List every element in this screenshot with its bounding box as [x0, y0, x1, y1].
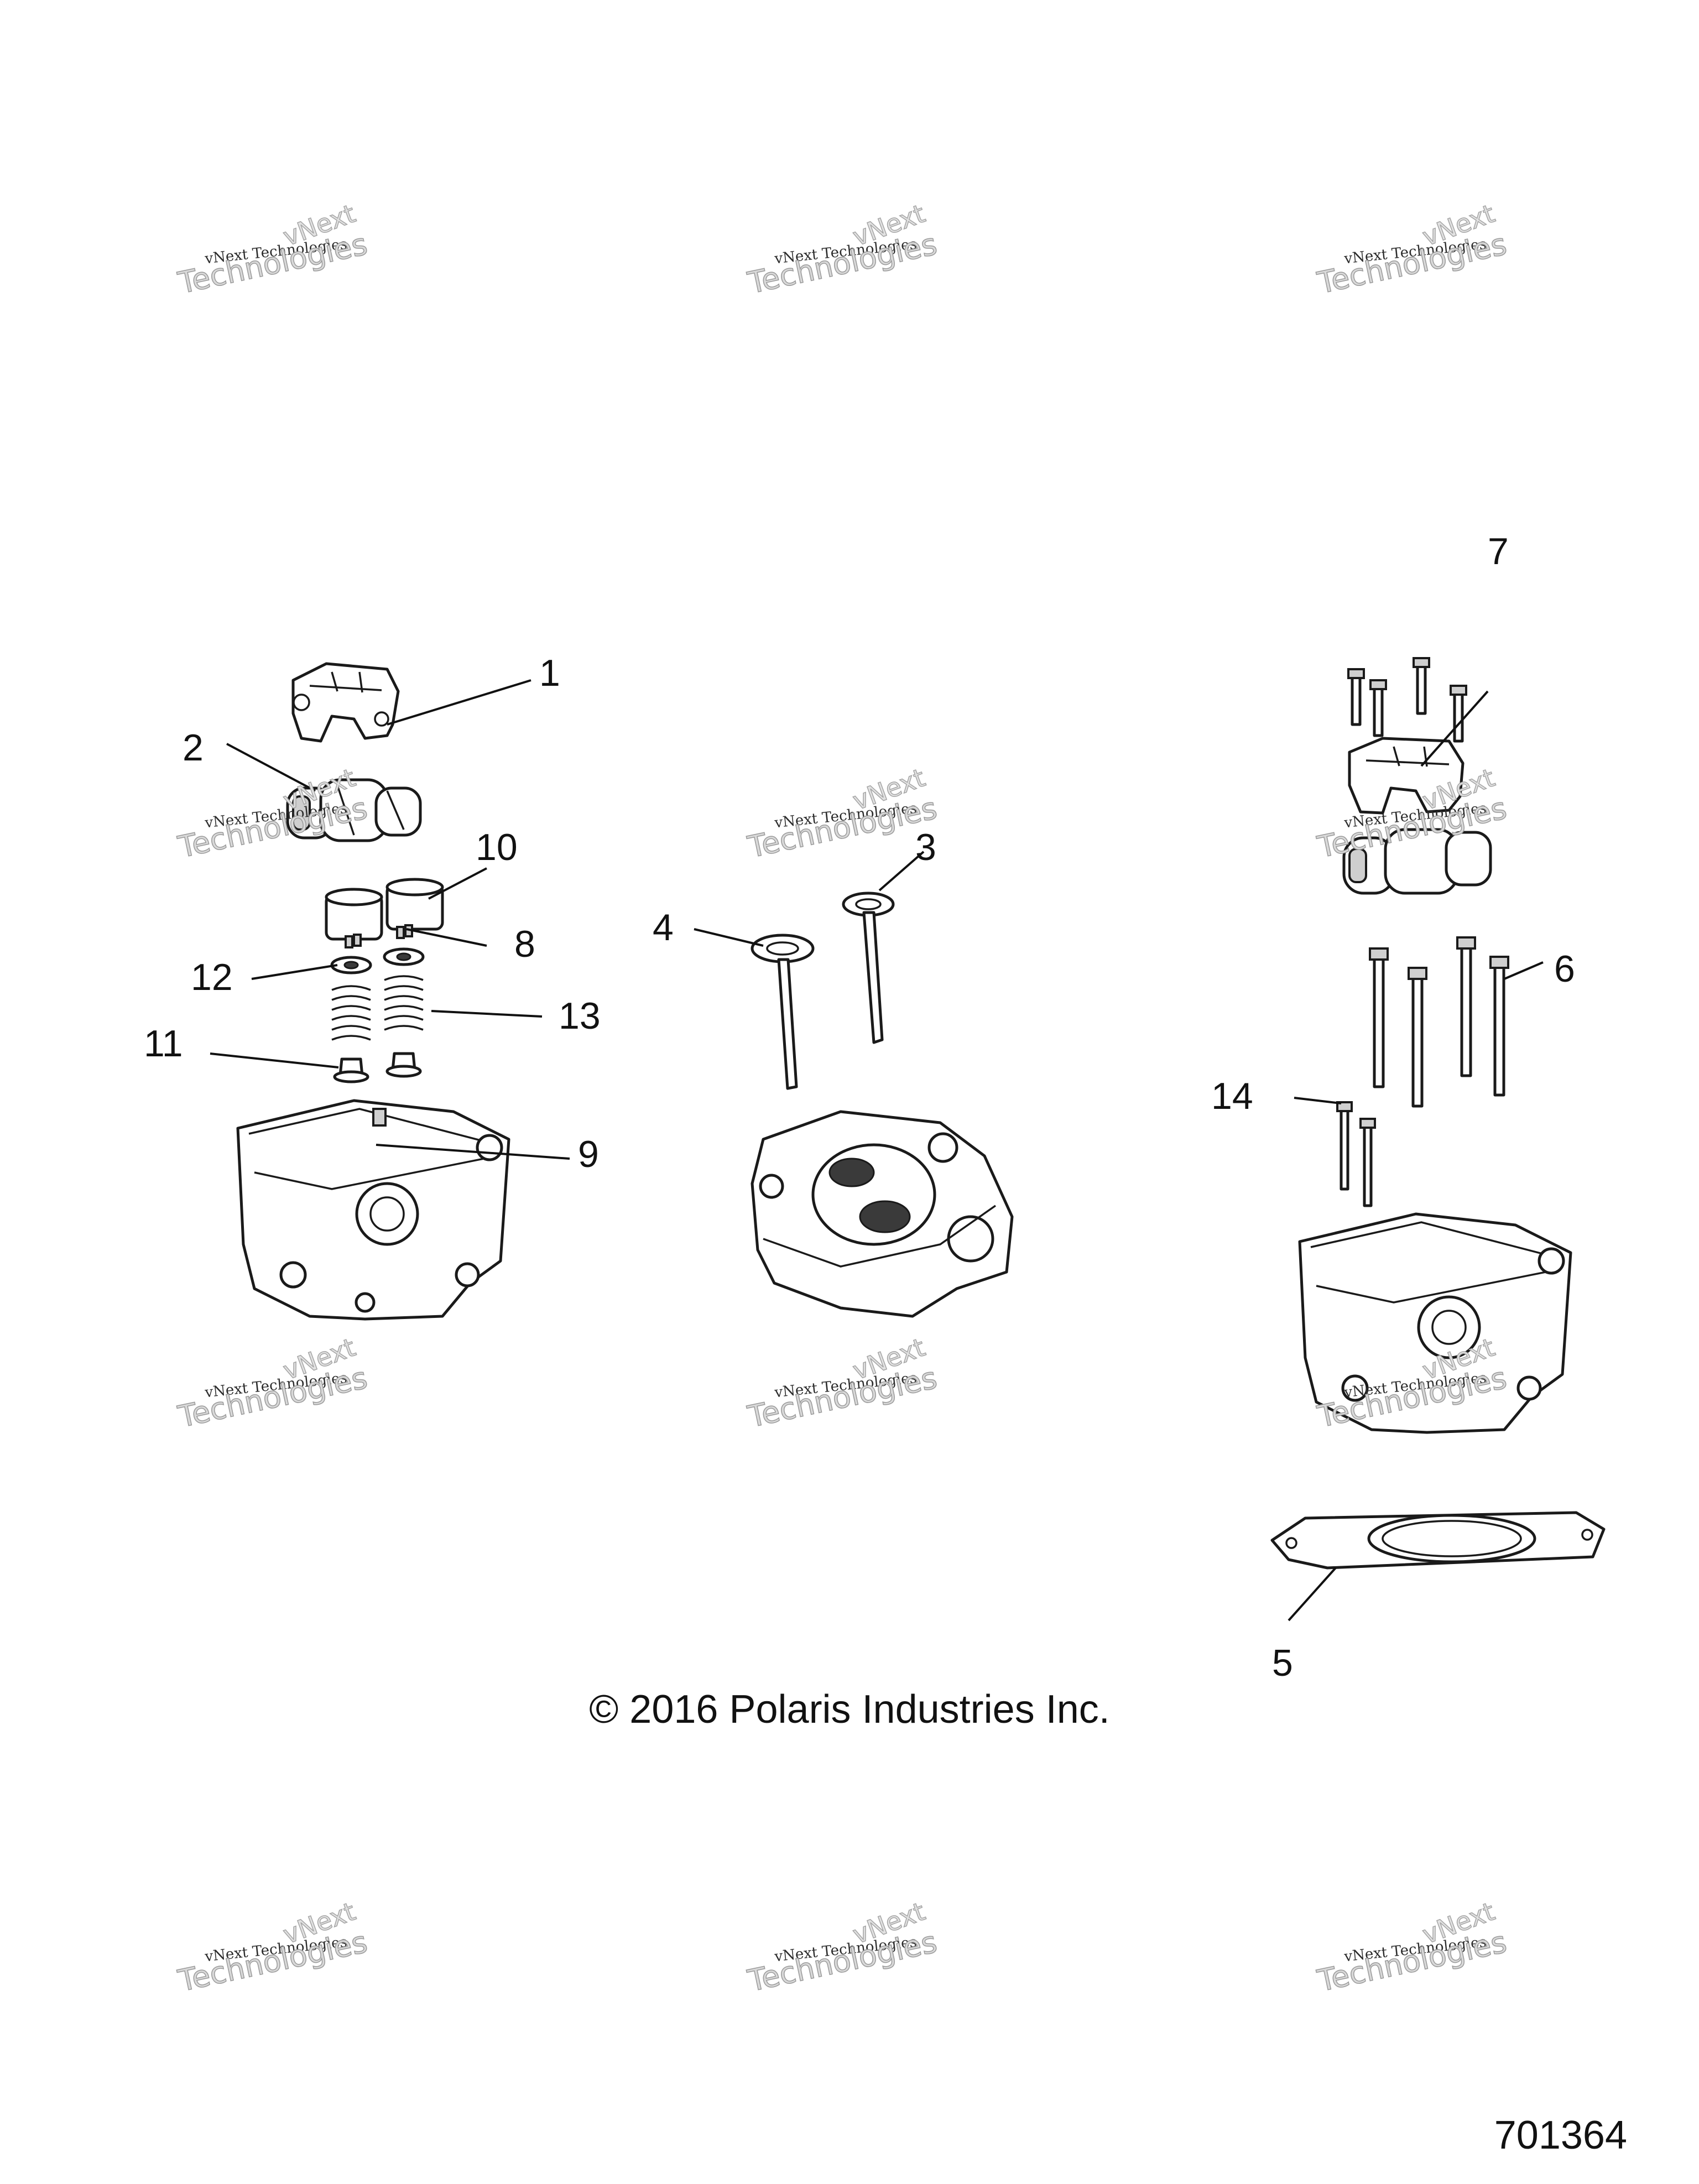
cam-carrier-right	[1348, 737, 1465, 815]
part-11-valve-seals	[333, 1052, 422, 1083]
callout-14: 14	[1211, 1075, 1253, 1117]
part-2-camshaft	[286, 778, 422, 842]
callout-11: 11	[144, 1023, 183, 1065]
part-13-valve-springs	[331, 975, 424, 1041]
part-14-small-bolts	[1336, 1101, 1376, 1207]
callout-4: 4	[653, 906, 674, 948]
part-10-valve-tappets	[325, 878, 444, 941]
part-7-carrier-bolts	[1347, 657, 1467, 743]
camshaft-right	[1342, 828, 1492, 895]
callout-3: 3	[915, 826, 936, 868]
leader-lines	[210, 679, 1544, 1622]
figure-number: 701364	[1494, 2113, 1627, 2157]
callout-9: 9	[578, 1133, 599, 1175]
part-3-intake-valve	[842, 892, 895, 1044]
callout-7: 7	[1488, 530, 1509, 572]
cylinder-head-right	[1298, 1212, 1572, 1434]
callout-5: 5	[1272, 1642, 1293, 1684]
callout-10: 10	[476, 826, 518, 868]
part-12-spring-retainers	[330, 947, 425, 974]
copyright-notice: © 2016 Polaris Industries Inc.	[589, 1687, 1110, 1732]
callout-13: 13	[559, 995, 601, 1037]
part-5-head-gasket	[1270, 1511, 1606, 1570]
callout-2: 2	[183, 727, 204, 769]
part-6-head-bolts	[1369, 936, 1509, 1108]
part-8-valve-keepers	[345, 924, 413, 948]
part-1-cam-carrier	[291, 662, 400, 743]
part-9-cylinder-head-left	[236, 1099, 510, 1321]
cylinder-head-underside	[751, 1110, 1014, 1318]
callout-12: 12	[191, 956, 233, 998]
callout-6: 6	[1554, 948, 1575, 990]
part-4-exhaust-valve	[751, 934, 815, 1090]
callout-8: 8	[514, 923, 535, 965]
callout-1: 1	[539, 652, 560, 694]
